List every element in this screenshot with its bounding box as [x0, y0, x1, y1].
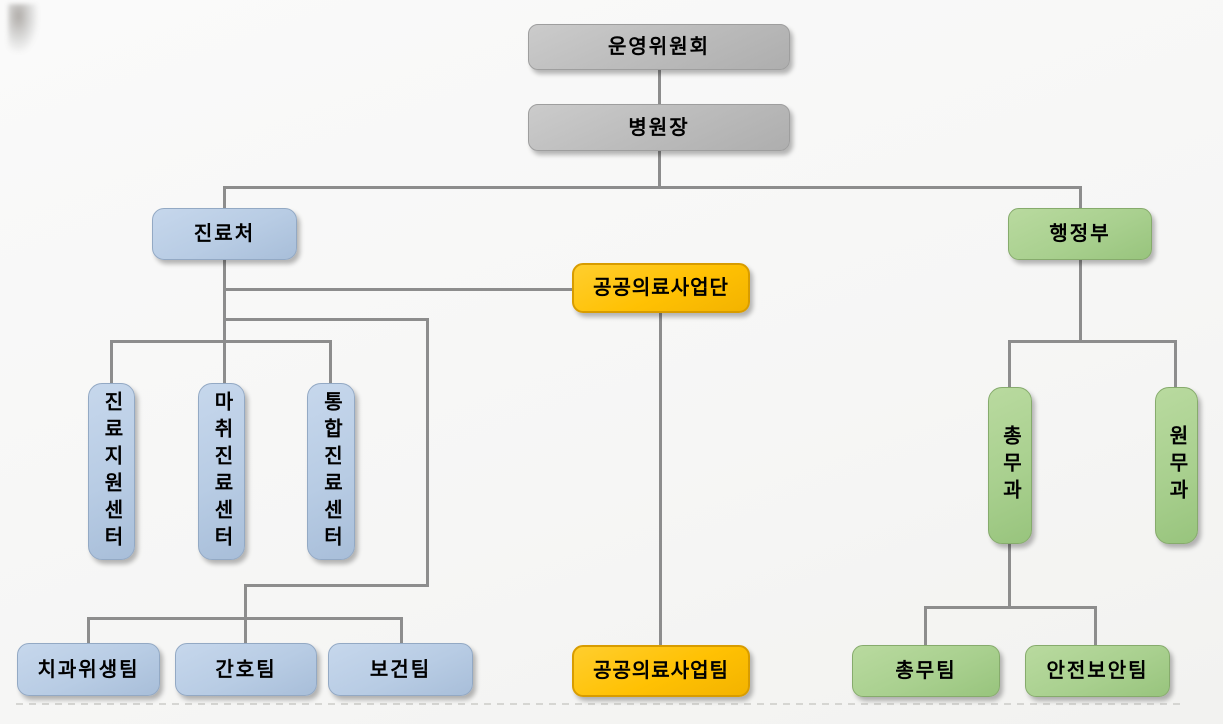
node-treatment-support-center: 진료지원센터	[88, 383, 135, 560]
connector	[1008, 340, 1177, 343]
scan-dotted-line-artifact	[16, 703, 1184, 705]
node-administration-department: 행정부	[1008, 208, 1152, 260]
connector	[1094, 606, 1097, 645]
connector	[223, 318, 429, 321]
connector	[1174, 340, 1177, 387]
connector	[244, 584, 247, 643]
connector	[1079, 186, 1082, 209]
connector	[87, 617, 403, 620]
connector	[110, 340, 332, 343]
connector	[223, 186, 226, 209]
connector	[658, 70, 661, 105]
node-integrated-treatment-center: 통합진료센터	[307, 383, 355, 560]
node-anesthesia-treatment-center: 마취진료센터	[198, 383, 245, 560]
node-patient-affairs-section: 원무과	[1155, 387, 1198, 544]
connector	[400, 617, 403, 643]
connector	[87, 617, 90, 643]
node-general-affairs-team: 총무팀	[852, 645, 1000, 697]
connector	[1008, 340, 1011, 387]
scan-smudge-artifact	[8, 4, 38, 52]
connector	[329, 340, 332, 383]
connector	[223, 260, 226, 384]
node-public-medical-business-team: 공공의료사업팀	[572, 645, 750, 697]
connector	[223, 288, 572, 291]
node-hospital-director: 병원장	[528, 104, 790, 151]
node-medical-treatment-office: 진료처	[152, 208, 297, 260]
node-dental-hygiene-team: 치과위생팀	[17, 643, 160, 696]
connector	[426, 318, 429, 587]
connector	[924, 606, 1097, 609]
connector	[1079, 260, 1082, 343]
connector	[659, 313, 662, 645]
connector	[223, 186, 1082, 189]
node-nursing-team: 간호팀	[175, 643, 317, 696]
connector	[244, 584, 429, 587]
node-health-team: 보건팀	[328, 643, 473, 696]
node-public-medical-business-group: 공공의료사업단	[572, 263, 750, 313]
connector	[1008, 544, 1011, 608]
connector	[658, 151, 661, 189]
connector	[924, 606, 927, 645]
node-operating-committee: 운영위원회	[528, 24, 790, 70]
node-safety-security-team: 안전보안팀	[1025, 645, 1170, 697]
connector	[110, 340, 113, 383]
node-general-affairs-section: 총무과	[988, 387, 1032, 544]
